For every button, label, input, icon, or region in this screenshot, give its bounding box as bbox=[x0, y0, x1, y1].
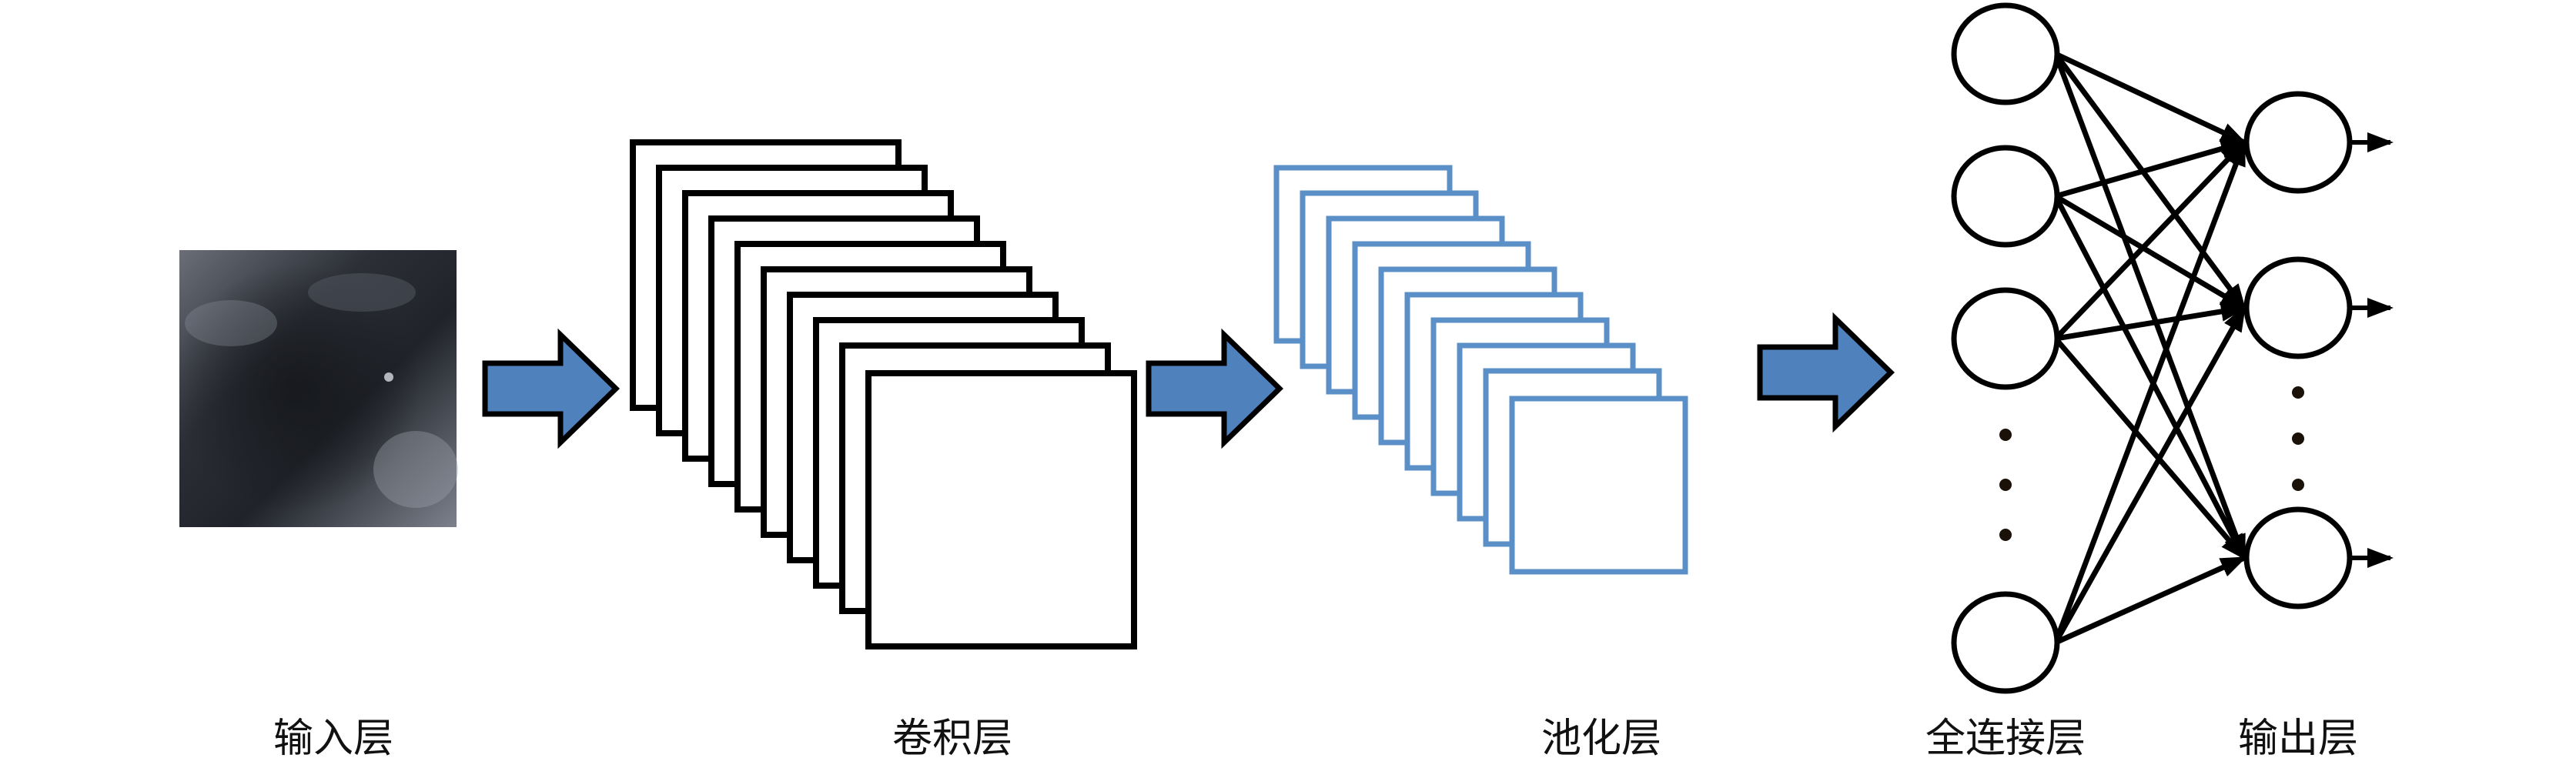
fc-node bbox=[1951, 287, 2060, 390]
pool-map bbox=[1509, 396, 1688, 575]
fc-connections bbox=[2052, 51, 2247, 646]
output-arrows bbox=[2350, 132, 2394, 568]
block-arrow-3 bbox=[1757, 312, 1895, 433]
fc-ellipsis bbox=[1999, 429, 2012, 541]
output-node bbox=[2243, 256, 2353, 359]
fc-node bbox=[1951, 2, 2060, 105]
output-node bbox=[2243, 91, 2353, 194]
pool-feature-maps bbox=[1273, 165, 1688, 575]
fc-layer-label: 全连接层 bbox=[1925, 716, 2086, 762]
pool-layer-label: 池化层 bbox=[1541, 716, 1662, 762]
output-node bbox=[2243, 506, 2353, 609]
conv-layer-label: 卷积层 bbox=[892, 716, 1013, 762]
block-arrow-1 bbox=[482, 328, 621, 449]
output-layer-label: 输出层 bbox=[2237, 716, 2359, 762]
input-image bbox=[179, 250, 458, 527]
fc-node bbox=[1951, 145, 2060, 248]
fc-nodes bbox=[1951, 2, 2060, 694]
block-arrow-2 bbox=[1146, 328, 1284, 449]
input-layer-label: 输入层 bbox=[273, 716, 394, 762]
conv-feature-maps bbox=[630, 139, 1137, 649]
output-ellipsis bbox=[2292, 386, 2304, 491]
conv-map bbox=[865, 370, 1137, 649]
output-nodes bbox=[2243, 91, 2353, 609]
fc-node bbox=[1951, 591, 2060, 694]
